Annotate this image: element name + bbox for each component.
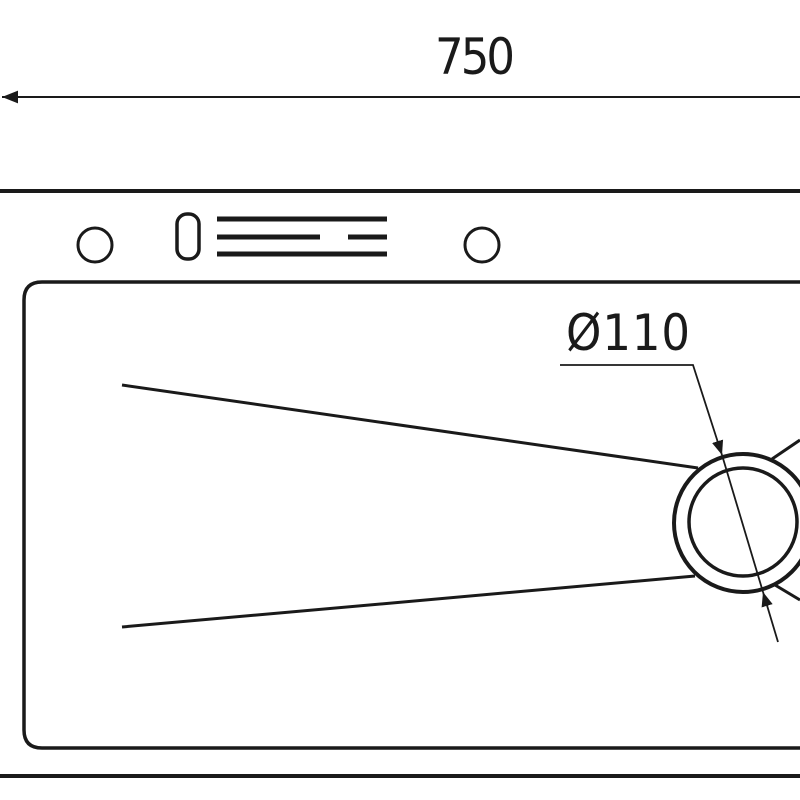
- drainer-grooves: [217, 216, 387, 257]
- drain-inner-ring: [687, 466, 799, 578]
- diameter-dimension-line: [761, 591, 779, 643]
- overflow-slot: [175, 212, 201, 261]
- diameter-through-line: [721, 454, 764, 593]
- slope-line-top-right: [771, 438, 800, 461]
- slope-line-bottom-right: [774, 583, 800, 602]
- tap-hole-left: [76, 226, 114, 264]
- tap-hole-right: [463, 226, 501, 264]
- width-dimension-label: 750: [435, 28, 515, 86]
- drain-outer-ring: [672, 452, 800, 594]
- basin-outline: [22, 280, 800, 750]
- slope-line-top: [121, 383, 699, 470]
- diameter-label: Ø110: [566, 304, 690, 362]
- slope-line-bottom: [121, 574, 696, 629]
- diameter-leader-line: [560, 364, 724, 456]
